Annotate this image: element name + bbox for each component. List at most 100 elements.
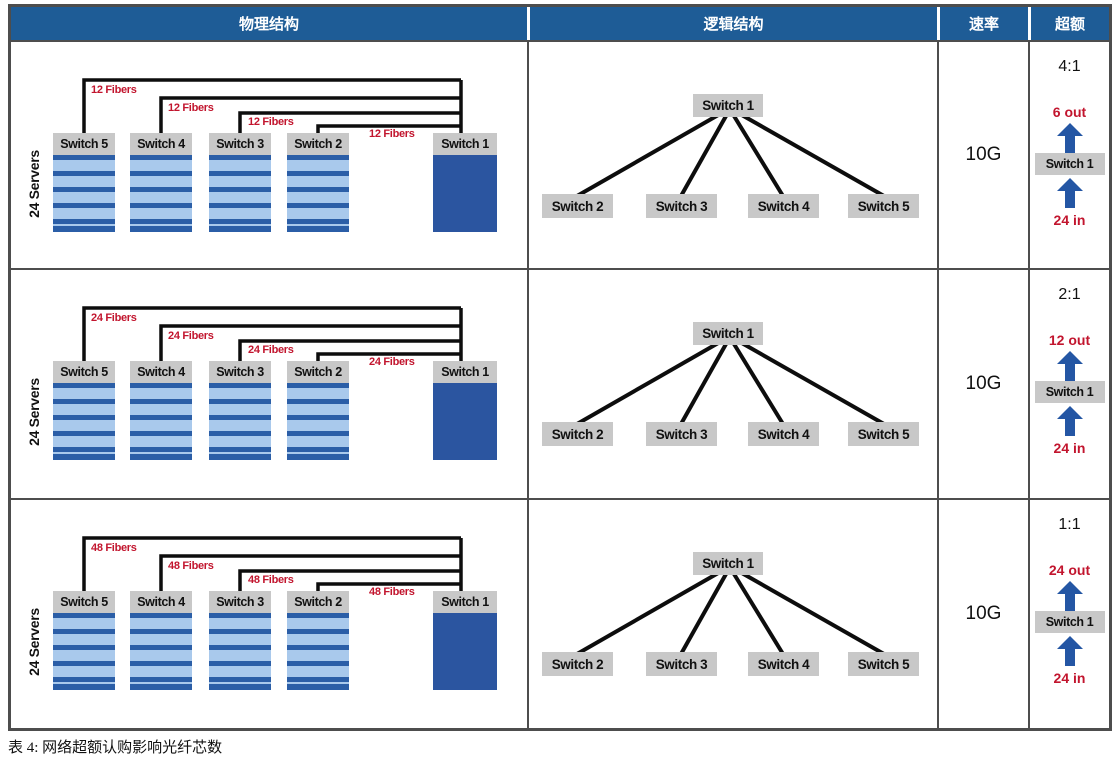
server-stack — [130, 155, 192, 232]
rate-row3: 10G — [937, 498, 1028, 728]
rack-switch3: Switch 3 — [209, 361, 271, 460]
logical-structure-row1: Switch 1 Switch 2 Switch 3 Switch 4 Swit… — [527, 40, 937, 268]
fiber-count-label: 12 Fibers — [91, 84, 137, 96]
logical-leaf-switch5: Switch 5 — [848, 652, 919, 676]
server-stack — [287, 383, 349, 460]
servers-count-label: 24 Servers — [26, 608, 42, 676]
fiber-link-switch2 — [316, 124, 461, 135]
rack-switch3: Switch 3 — [209, 591, 271, 690]
link-root-switch3 — [679, 343, 728, 425]
up-arrow-icon — [1056, 406, 1083, 436]
in-count-label: 24 in — [1053, 670, 1086, 686]
fiber-count-label: 24 Fibers — [91, 312, 137, 324]
logical-root-switch: Switch 1 — [693, 322, 763, 345]
oversub-ratio: 4:1 — [1058, 58, 1081, 75]
fiber-trunk-lines — [82, 78, 463, 135]
oversub-switch-box: Switch 1 — [1034, 381, 1105, 403]
logical-links — [576, 340, 885, 426]
link-root-switch2 — [576, 570, 721, 656]
fiber-link-switch4 — [159, 554, 461, 593]
rack-switch1: Switch 1 — [433, 133, 497, 232]
logical-leaf-switch3: Switch 3 — [646, 652, 717, 676]
logical-leaf-switch5: Switch 5 — [848, 422, 919, 446]
up-arrow-icon — [1056, 178, 1083, 208]
logical-leaf-switch2: Switch 2 — [542, 194, 613, 218]
logical-structure-row2: Switch 1 Switch 2 Switch 3 Switch 4 Swit… — [527, 268, 937, 498]
header-logical-structure: 逻辑结构 — [527, 7, 937, 40]
fiber-count-label: 12 Fibers — [369, 128, 415, 140]
oversub-switch-box: Switch 1 — [1034, 153, 1105, 175]
out-count-label: 12 out — [1048, 332, 1091, 348]
server-stack — [287, 155, 349, 232]
logical-leaf-switch3: Switch 3 — [646, 194, 717, 218]
rack-label: Switch 2 — [287, 361, 349, 383]
fiber-count-label: 12 Fibers — [248, 116, 294, 128]
fiber-trunk-lines — [82, 536, 463, 593]
out-count-label: 24 out — [1048, 562, 1091, 578]
rack-label: Switch 5 — [53, 133, 115, 155]
rack-switch2: Switch 2 — [287, 133, 349, 232]
server-stack — [209, 155, 271, 232]
logical-links — [576, 570, 885, 656]
rack-switch5: Switch 5 — [53, 361, 115, 460]
oversub-ratio: 2:1 — [1058, 286, 1081, 303]
fiber-link-switch3 — [238, 111, 461, 135]
rack-switch4: Switch 4 — [130, 133, 192, 232]
oversubscription-row2: 2:1 12 out Switch 1 24 in — [1028, 268, 1109, 498]
rack-label: Switch 2 — [287, 591, 349, 613]
logical-root-switch: Switch 1 — [693, 94, 763, 117]
logical-leaf-switch2: Switch 2 — [542, 652, 613, 676]
logical-leaf-switch2: Switch 2 — [542, 422, 613, 446]
core-switch-body — [433, 613, 497, 690]
oversubscription-table: 物理结构 逻辑结构 速率 超额 24 Servers 12 Fibers 12 … — [8, 4, 1112, 731]
rack-switch1: Switch 1 — [433, 361, 497, 460]
link-root-switch4 — [732, 114, 785, 198]
up-arrow-icon — [1056, 581, 1083, 611]
link-root-switch3 — [679, 573, 728, 655]
logical-leaf-switch3: Switch 3 — [646, 422, 717, 446]
rack-label: Switch 1 — [433, 133, 497, 155]
rack-label: Switch 3 — [209, 361, 271, 383]
rack-label: Switch 3 — [209, 133, 271, 155]
logical-leaf-switch4: Switch 4 — [748, 652, 819, 676]
rate-row1: 10G — [937, 40, 1028, 268]
fiber-count-label: 24 Fibers — [369, 356, 415, 368]
header-physical-structure: 物理结构 — [11, 7, 527, 40]
physical-structure-row3: 24 Servers 48 Fibers 48 Fibers 48 Fibers… — [11, 498, 527, 728]
servers-count-label: 24 Servers — [26, 150, 42, 218]
servers-count-label: 24 Servers — [26, 378, 42, 446]
server-stack — [130, 383, 192, 460]
rack-label: Switch 1 — [433, 591, 497, 613]
link-root-switch4 — [732, 342, 785, 426]
fiber-count-label: 48 Fibers — [168, 560, 214, 572]
rack-label: Switch 2 — [287, 133, 349, 155]
logical-leaf-switch4: Switch 4 — [748, 194, 819, 218]
server-stack — [209, 613, 271, 690]
fiber-count-label: 48 Fibers — [369, 586, 415, 598]
rack-switch5: Switch 5 — [53, 591, 115, 690]
server-stack — [53, 383, 115, 460]
physical-structure-row2: 24 Servers 24 Fibers 24 Fibers 24 Fibers… — [11, 268, 527, 498]
in-count-label: 24 in — [1053, 440, 1086, 456]
rack-switch1: Switch 1 — [433, 591, 497, 690]
link-root-switch2 — [576, 112, 721, 198]
table-caption: 表 4: 网络超额认购影响光纤芯数 — [8, 740, 223, 756]
header-oversubscription: 超额 — [1028, 7, 1109, 40]
fiber-link-switch2 — [316, 352, 461, 363]
logical-links — [576, 112, 885, 198]
fiber-link-switch4 — [159, 324, 461, 363]
oversubscription-row3: 1:1 24 out Switch 1 24 in — [1028, 498, 1109, 728]
rack-switch2: Switch 2 — [287, 361, 349, 460]
core-switch-body — [433, 155, 497, 232]
up-arrow-icon — [1056, 636, 1083, 666]
rack-switch4: Switch 4 — [130, 591, 192, 690]
core-switch-body — [433, 383, 497, 460]
server-stack — [287, 613, 349, 690]
rack-label: Switch 5 — [53, 361, 115, 383]
server-stack — [130, 613, 192, 690]
rack-switch4: Switch 4 — [130, 361, 192, 460]
server-stack — [53, 155, 115, 232]
rate-row2: 10G — [937, 268, 1028, 498]
fiber-link-switch5 — [82, 78, 461, 135]
